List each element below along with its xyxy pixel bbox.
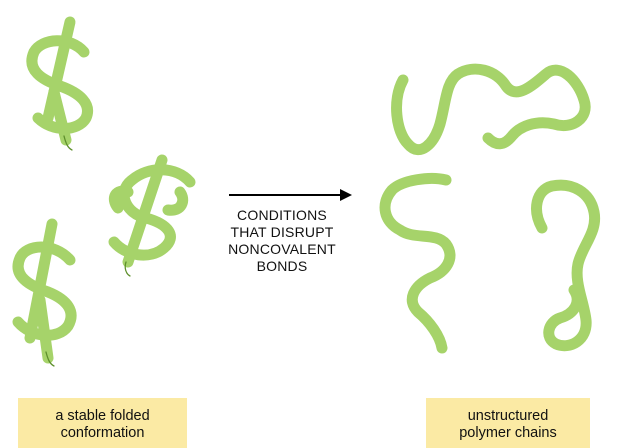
folded-caption-line-2: conformation xyxy=(60,425,145,441)
condition-line-1: CONDITIONS xyxy=(237,207,327,223)
condition-line-3: NONCOVALENT xyxy=(228,241,336,257)
folded-caption-line-1: a stable folded xyxy=(55,408,150,424)
folded-caption: a stable folded conformation xyxy=(18,398,187,448)
unfolded-caption-line-1: unstructured xyxy=(467,408,549,424)
unfolded-caption-line-2: polymer chains xyxy=(459,425,557,441)
unstructured-chain-left xyxy=(379,172,456,354)
folded-molecule-bottom xyxy=(12,218,77,367)
unfolded-caption: unstructured polymer chains xyxy=(426,398,590,448)
denaturation-arrow xyxy=(229,189,352,201)
condition-line-4: BONDS xyxy=(256,258,308,274)
unstructured-chain-right xyxy=(531,179,601,352)
condition-line-2: THAT DISRUPT xyxy=(230,224,334,240)
folded-molecule-top xyxy=(26,16,93,151)
folded-molecule-middle xyxy=(108,154,196,277)
unstructured-chain-top xyxy=(391,63,591,156)
denaturing-conditions-label: CONDITIONS THAT DISRUPT NONCOVALENT BOND… xyxy=(213,207,351,275)
